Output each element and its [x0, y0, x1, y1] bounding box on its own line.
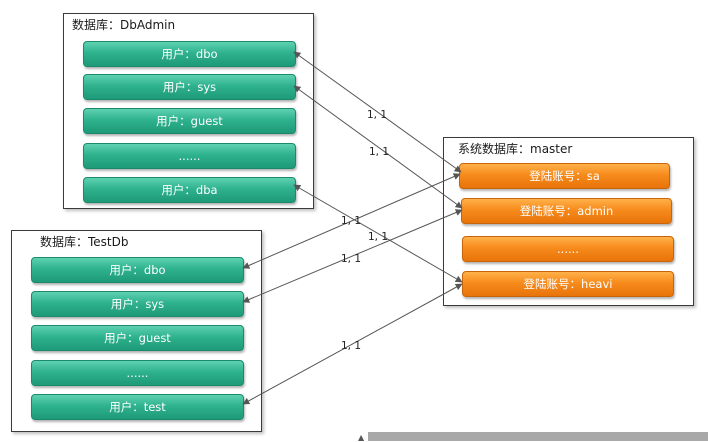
- user-node-testdb-test: 用户：test: [31, 394, 244, 420]
- login-node-admin: 登陆账号：admin: [461, 198, 672, 224]
- login-node-sa: 登陆账号：sa: [459, 163, 670, 189]
- link-cardinality-label: 1, 1: [367, 109, 387, 121]
- scroll-marker: ▲: [358, 433, 365, 442]
- database-title: 数据库：TestDb: [40, 235, 129, 249]
- link-cardinality-label: 1, 1: [341, 215, 361, 227]
- link-cardinality-label: 1, 1: [368, 231, 388, 243]
- horizontal-scrollbar[interactable]: [368, 432, 708, 441]
- link-line-testdb-4: [242, 283, 463, 405]
- link-cardinality-label: 1, 1: [341, 253, 361, 265]
- user-node-testdb-sys: 用户：sys: [31, 291, 244, 317]
- link-cardinality-label: 1, 1: [341, 340, 361, 352]
- user-node-testdb-guest: 用户：guest: [31, 325, 244, 351]
- user-node-testdb-ellipsis: ......: [31, 360, 244, 386]
- user-node-testdb-dbo: 用户：dbo: [31, 257, 244, 283]
- login-node-ellipsis: ......: [462, 236, 674, 262]
- user-node-dbadmin-sys: 用户：sys: [83, 74, 296, 100]
- user-node-dbadmin-guest: 用户：guest: [83, 108, 296, 134]
- database-title: 数据库：DbAdmin: [72, 18, 176, 32]
- login-node-heavi: 登陆账号：heavi: [462, 271, 674, 297]
- database-title: 系统数据库：master: [458, 142, 573, 156]
- user-node-dbadmin-dbo: 用户：dbo: [83, 41, 296, 67]
- user-node-dbadmin-ellipsis: ......: [83, 143, 296, 169]
- link-cardinality-label: 1, 1: [369, 146, 389, 158]
